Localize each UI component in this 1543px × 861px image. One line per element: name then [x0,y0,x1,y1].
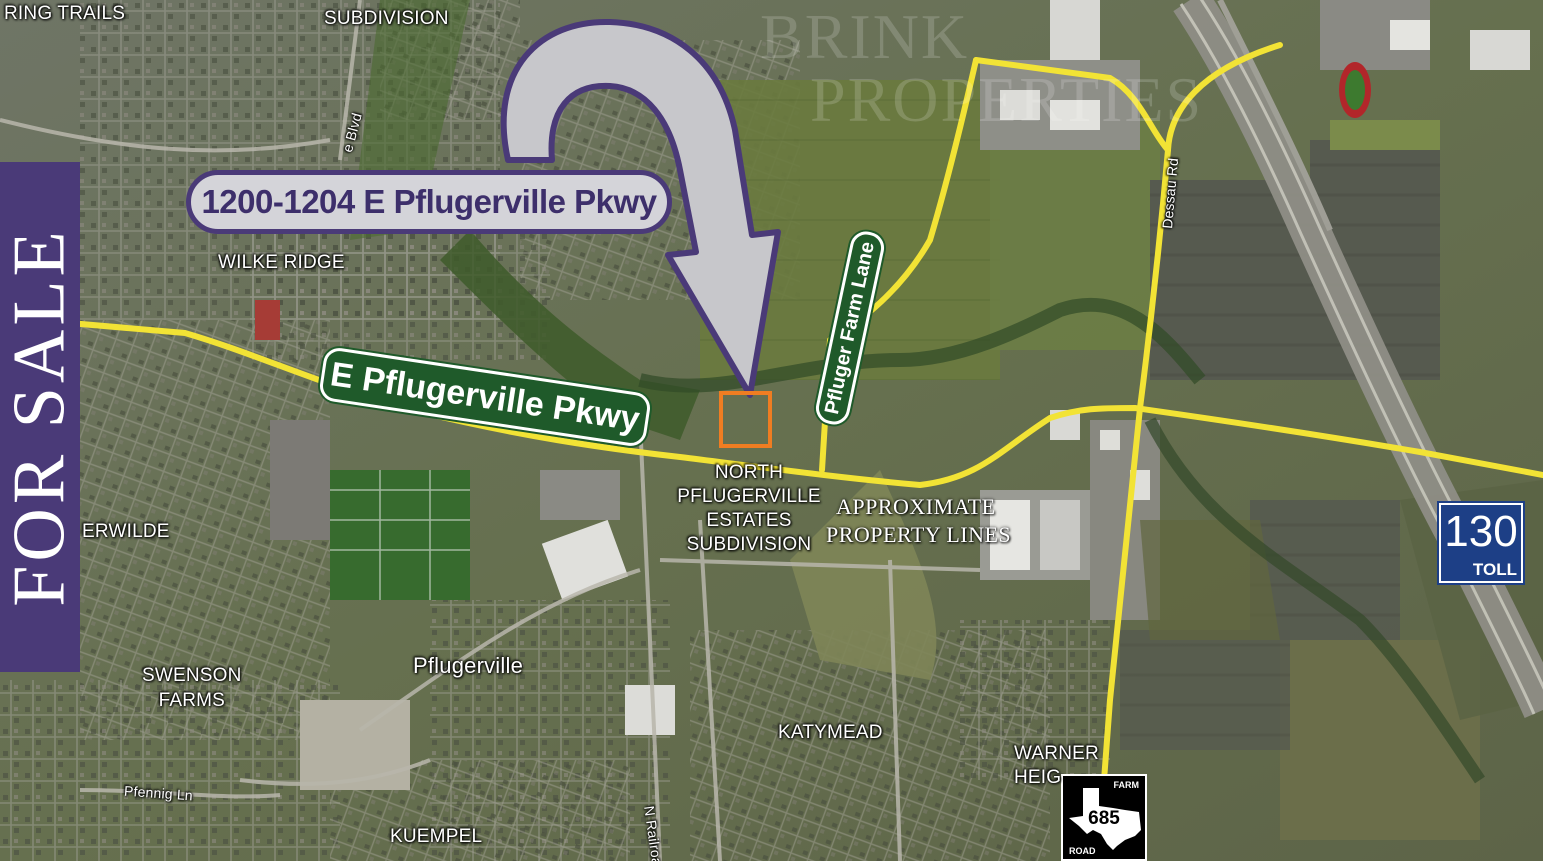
property-outline[interactable] [719,391,772,448]
estates-line-2: PFLUGERVILLE [677,486,821,507]
warner-line-1: WARNER [1014,743,1099,764]
label-swenson-farms: SWENSON FARMS [142,666,242,710]
brink-watermark: BRINK PROPERTIES [760,1,1204,135]
label-subdivision-top: SUBDIVISION [324,8,449,29]
fm685-number: 685 [1088,808,1120,829]
swenson-line-2: FARMS [158,690,226,711]
label-kuempel: KUEMPEL [390,826,483,847]
annotation-line-1: APPROXIMATE [836,494,996,519]
label-katymead: KATYMEAD [778,722,883,743]
label-pflugerville: Pflugerville [413,653,524,678]
label-warner-heights: WARNER HEIG [1014,744,1099,787]
label-north-pflugerville-estates: NORTH PFLUGERVILLE ESTATES SUBDIVISION [674,463,824,554]
texas-outline-icon [1069,788,1141,850]
watermark-line-1: BRINK [760,1,970,72]
for-sale-text: FOR SALE [0,227,80,607]
annotation-line-2: PROPERTY LINES [826,521,1012,547]
swenson-line-1: SWENSON [142,665,242,686]
sh130-shield: 130 TOLL [1437,501,1525,585]
address-callout: 1200-1204 E Pflugerville Pkwy [186,170,672,234]
fm685-top-label: FARM [1113,780,1140,790]
watermark-line-2: PROPERTIES [810,63,1204,135]
sh130-toll-label: TOLL [1441,559,1521,581]
for-sale-banner: FOR SALE [0,162,80,672]
fm685-shield: FARM 685 ROAD [1061,774,1147,861]
sh130-number: 130 [1441,505,1521,559]
label-wilke-ridge: WILKE RIDGE [218,252,345,273]
approximate-property-lines-label: APPROXIMATE PROPERTY LINES [826,493,1011,548]
label-erwilde: ERWILDE [82,521,170,542]
estates-line-1: NORTH [714,462,784,483]
fm685-bottom-label: ROAD [1069,846,1096,856]
estates-line-4: SUBDIVISION [686,534,812,555]
estates-line-3: ESTATES [706,510,792,531]
warner-line-2: HEIG [1014,767,1062,788]
label-spring-trails: RING TRAILS [4,3,126,24]
